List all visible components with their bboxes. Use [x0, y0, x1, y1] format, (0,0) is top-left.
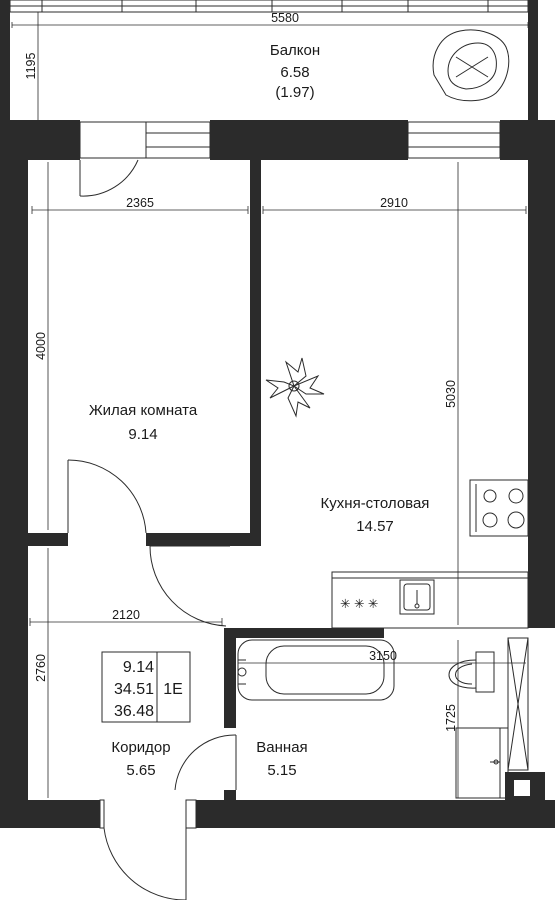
- kitchen-counter: [331, 479, 529, 629]
- balcony-right-wall: [528, 0, 538, 120]
- washbasin-icon: [455, 727, 509, 799]
- dim-corridor-width: 2120: [112, 608, 140, 622]
- sink-icon: [399, 579, 435, 615]
- summary-box: [101, 651, 191, 723]
- dim-living-height: 4000: [34, 332, 48, 360]
- dimension-lines: [11, 12, 529, 798]
- living-area: 9.14: [128, 426, 157, 443]
- dim-kitchen-width: 2910: [380, 196, 408, 210]
- summary-type: 1E: [163, 681, 183, 698]
- kitchen-name: Кухня-столовая: [321, 495, 430, 512]
- balcony-name: Балкон: [270, 42, 320, 59]
- summary-total-area: 34.51: [114, 681, 154, 698]
- dim-bath-width: 3150: [369, 649, 397, 663]
- kitchen-window: [407, 121, 501, 159]
- bath-area: 5.15: [267, 762, 296, 779]
- dim-bath-height: 1725: [444, 704, 458, 732]
- summary-total-with-balcony: 36.48: [114, 703, 154, 720]
- living-name: Жилая комната: [89, 402, 198, 419]
- dim-living-width: 2365: [126, 196, 154, 210]
- corridor-name: Коридор: [111, 739, 170, 756]
- summary-living-area: 9.14: [123, 659, 154, 676]
- walls: [0, 0, 555, 829]
- dim-corridor-height: 2760: [34, 654, 48, 682]
- plant-icon: [265, 357, 325, 418]
- shaft-hatch: [507, 637, 529, 771]
- living-window: [145, 121, 211, 159]
- dim-kitchen-height: 5030: [444, 380, 458, 408]
- doors: [67, 159, 237, 900]
- balcony-area-sub: (1.97): [275, 84, 314, 101]
- dim-balcony-width: 5580: [271, 11, 299, 25]
- balcony-area: 6.58: [280, 64, 309, 81]
- bathtub-icon: [237, 639, 395, 701]
- dim-balcony-depth: 1195: [24, 53, 38, 80]
- counter-marks: ✳ ✳ ✳: [340, 597, 379, 611]
- stove-icon: [482, 488, 525, 529]
- toilet-icon: [448, 651, 495, 693]
- balcony-left-wall: [0, 0, 10, 120]
- armchair-icon: [432, 29, 510, 102]
- kitchen-area: 14.57: [356, 518, 394, 535]
- corridor-area: 5.65: [126, 762, 155, 779]
- bath-name: Ванная: [256, 739, 307, 756]
